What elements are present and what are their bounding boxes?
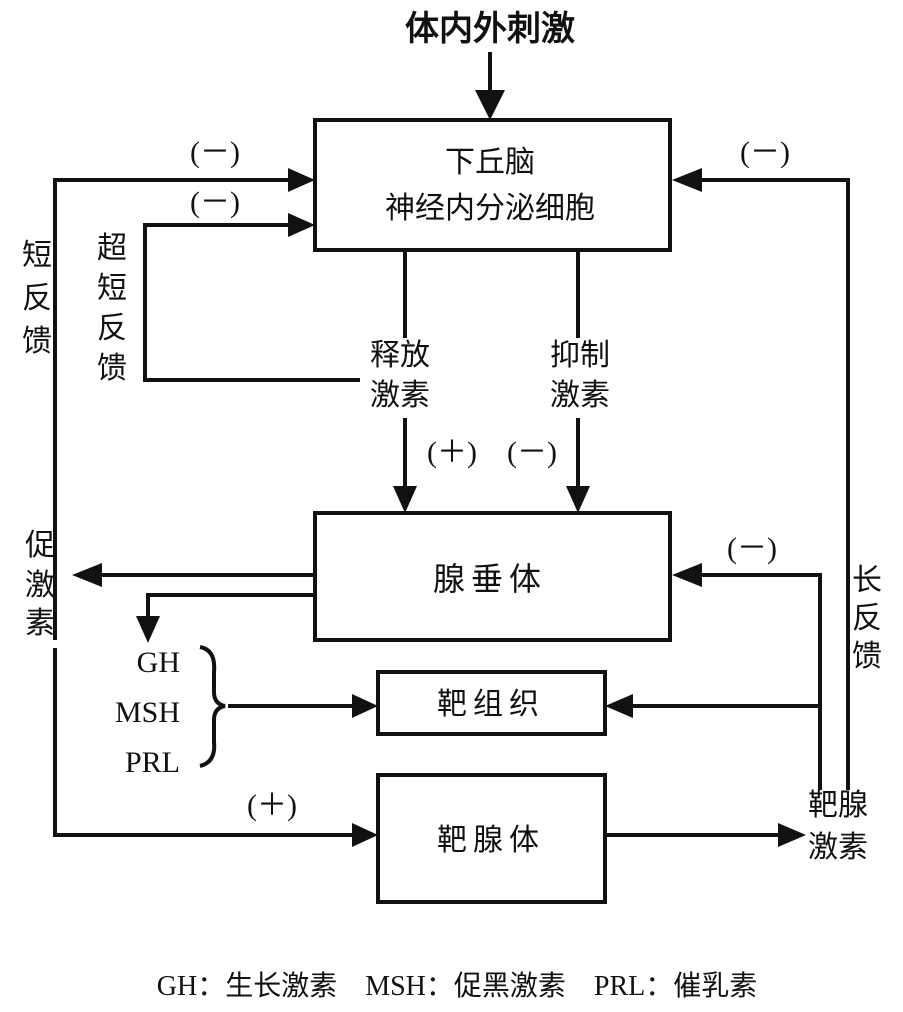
releasing-label: 释放 [370,338,430,373]
ultra-short-label-4: 馈 [97,351,127,386]
target-hormone-feedback-arrowhead [672,563,702,587]
target-gland-hormone-label-1: 靶腺 [808,788,868,823]
target-gland-label: 靶腺体 [437,823,545,858]
inhibiting-sign: (－) [507,436,557,469]
tropic-label-3: 素 [25,606,55,641]
pituitary-outputs-arrowhead [136,616,160,643]
inhibiting-label: 抑制 [550,338,610,373]
target-gland-hormone-label-2: 激素 [808,830,868,865]
ultra-short-label-2: 短 [97,271,127,306]
long-feedback-label-1: 长 [852,563,882,598]
releasing-arrowhead [393,486,417,513]
ultra-short-feedback-line [143,223,360,382]
ultra-short-feedback-sign: (－) [190,186,240,219]
inhibiting-arrowhead [566,486,590,513]
target-gland-sign: (＋) [247,789,297,822]
hormone-brace [199,645,226,768]
prl-label: PRL [125,746,180,779]
long-feedback-label-3: 馈 [852,639,882,674]
pituitary-label: 腺垂体 [433,560,547,598]
target-hormone-to-tissue-arrowhead [605,694,633,718]
target-tissue-box [376,670,607,736]
inhibiting-hormone-label: 激素 [550,378,610,413]
tropic-output-arrowhead [72,563,102,587]
tropic-label-2: 激 [25,568,55,603]
short-feedback-label-1: 短 [22,238,52,273]
brace-to-target-tissue-arrowhead [352,694,378,718]
ultra-short-label-1: 超 [97,231,127,266]
target-hormone-feedback-line [700,573,822,790]
short-feedback-arrowhead [288,168,315,192]
long-feedback-label-2: 反 [852,601,882,636]
short-feedback-label-3: 馈 [22,324,52,359]
hypothalamus-box [313,118,672,252]
releasing-hormone-label: 激素 [370,378,430,413]
target-gland-box [376,773,607,904]
short-feedback-line [53,178,290,640]
ultra-short-feedback-arrowhead [288,213,315,237]
tropic-to-target-gland-arrowhead [352,823,378,847]
abbreviation-legend: GH：生长激素 MSH：促黑激素 PRL：催乳素 [157,970,757,1002]
stimulus-label: 体内外刺激 [405,9,575,49]
pituitary-feedback-sign: (－) [727,532,777,565]
tropic-label-1: 促 [25,528,55,563]
gh-label: GH [137,646,180,679]
stimulus-arrowhead [475,90,505,120]
hypothalamus-label: 下丘脑 [445,145,535,180]
short-feedback-sign: (－) [190,136,240,169]
long-feedback-arrowhead [672,168,702,192]
releasing-sign: (＋) [427,436,477,469]
long-feedback-line [700,178,850,790]
msh-label: MSH [115,696,180,729]
target-tissue-label: 靶组织 [437,687,545,722]
short-feedback-label-2: 反 [22,281,52,316]
pituitary-outputs-line [146,593,315,620]
target-gland-output-arrowhead [778,823,806,847]
long-feedback-sign: (－) [740,136,790,169]
neuroendocrine-cells-label: 神经内分泌细胞 [385,191,595,226]
ultra-short-label-3: 反 [97,311,127,346]
tropic-to-target-gland-line [53,648,355,837]
